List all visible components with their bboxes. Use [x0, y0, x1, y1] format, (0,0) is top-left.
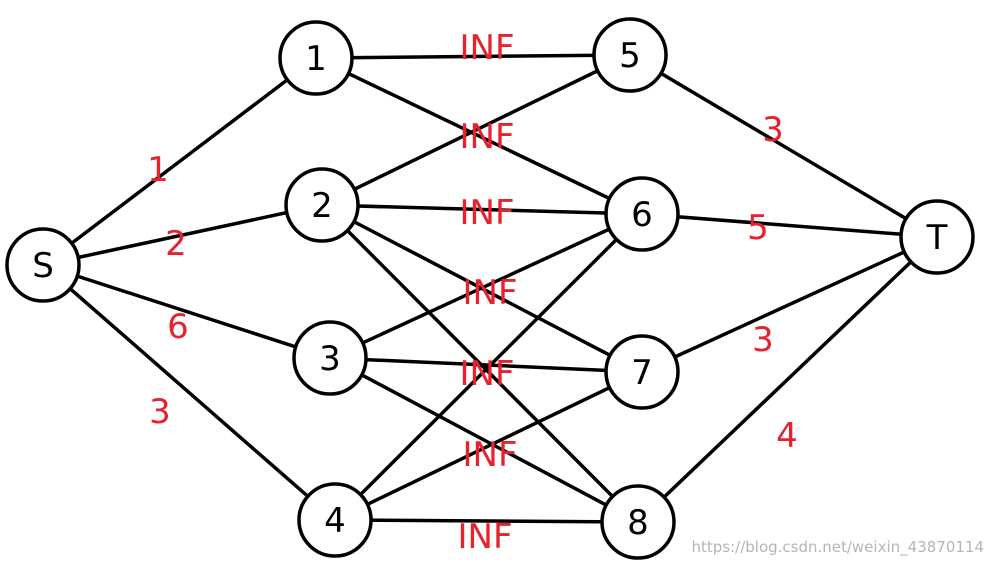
edge-label-3-7: INF	[459, 354, 514, 394]
node-circle-8	[600, 484, 676, 560]
edge-S-1	[41, 56, 318, 267]
edge-label-1-6: INF	[459, 117, 514, 157]
node-circle-T	[899, 199, 975, 275]
node-label-6: 6	[631, 195, 653, 235]
node-5: 5	[592, 17, 668, 93]
node-circle-S	[5, 227, 81, 303]
node-circle-7	[604, 334, 680, 410]
edge-label-8-T: 4	[776, 416, 798, 456]
node-S: S	[5, 227, 81, 303]
edge-6-T	[641, 212, 938, 239]
node-circle-1	[278, 20, 354, 96]
edge-label-1-5: INF	[459, 28, 514, 68]
edge-3-8	[329, 356, 639, 524]
node-label-8: 8	[627, 503, 649, 543]
node-label-1: 1	[305, 39, 327, 79]
edge-S-4	[41, 263, 337, 522]
edge-label-S-3: 6	[167, 307, 189, 347]
node-2: 2	[284, 167, 360, 243]
edge-4-7	[334, 370, 643, 522]
edge-4-8	[334, 518, 639, 524]
edge-3-7	[329, 356, 643, 374]
node-label-3: 3	[319, 339, 341, 379]
edge-4-6	[333, 212, 644, 522]
node-circle-3	[292, 320, 368, 396]
edge-label-2-6: INF	[459, 193, 514, 233]
edge-S-3	[42, 263, 331, 360]
edge-label-3-8: INF	[462, 435, 517, 475]
edge-label-S-4: 3	[149, 392, 171, 432]
edge-8-T	[636, 235, 939, 524]
node-4: 4	[297, 482, 373, 558]
node-circle-4	[297, 482, 373, 558]
watermark-text: https://blog.csdn.net/weixin_43870114	[691, 538, 984, 556]
edge-label-S-1: 1	[147, 150, 169, 190]
node-6: 6	[604, 176, 680, 252]
edge-label-4-8: INF	[457, 517, 512, 557]
edge-label-6-T: 5	[747, 208, 769, 248]
edge-label-2-7: INF	[462, 273, 517, 313]
edge-label-S-2: 2	[165, 224, 187, 264]
edge-2-6	[321, 203, 643, 216]
node-circle-2	[284, 167, 360, 243]
node-3: 3	[292, 320, 368, 396]
node-1: 1	[278, 20, 354, 96]
edge-2-5	[321, 53, 631, 207]
edge-7-T	[641, 235, 938, 374]
edge-1-6	[315, 56, 643, 216]
node-T: T	[899, 199, 975, 275]
edge-5-T	[629, 53, 938, 239]
node-label-5: 5	[619, 36, 641, 76]
edge-3-6	[329, 212, 643, 360]
node-circle-6	[604, 176, 680, 252]
node-label-2: 2	[311, 186, 333, 226]
node-7: 7	[604, 334, 680, 410]
edges-layer	[41, 53, 939, 524]
node-label-T: T	[926, 218, 948, 258]
node-label-S: S	[32, 246, 54, 286]
node-label-7: 7	[631, 353, 653, 393]
edge-S-2	[42, 203, 323, 267]
edge-1-5	[315, 53, 631, 60]
node-8: 8	[600, 484, 676, 560]
edge-label-7-T: 3	[752, 320, 774, 360]
node-circle-5	[592, 17, 668, 93]
nodes-layer: S 1 2 3 4 5 6 7 8 T	[5, 17, 975, 560]
node-label-4: 4	[324, 501, 346, 541]
edge-label-5-T: 3	[762, 110, 784, 150]
